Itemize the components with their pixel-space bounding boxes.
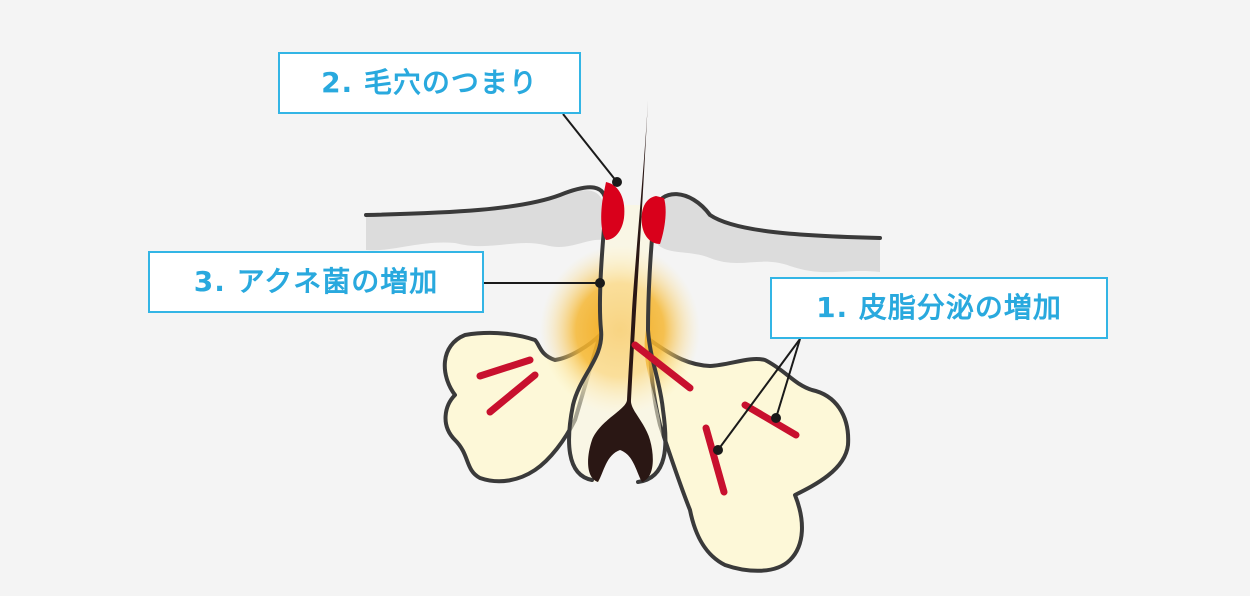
skin-layer-left: [366, 190, 604, 251]
follicle-canal: [569, 205, 662, 482]
pore-plug-right: [641, 196, 666, 244]
sebum-streak: [702, 424, 728, 496]
sebum-streak: [476, 356, 534, 380]
label-pore-clogging: 2. 毛穴のつまり: [278, 52, 581, 114]
sebum-streak: [631, 341, 694, 392]
sebum-streak: [741, 401, 800, 439]
pore-plug-left: [601, 182, 625, 240]
sebum-streak: [486, 371, 539, 416]
hair-shaft: [588, 100, 653, 482]
sebaceous-gland-right: [648, 338, 851, 573]
label-acne-bacteria: 3. アクネ菌の増加: [148, 251, 484, 313]
leader-line-sebum-a: [717, 338, 801, 451]
leader-dot-pore: [612, 177, 622, 187]
leader-line-pore: [562, 113, 618, 183]
leader-dot-sebum-b: [771, 413, 781, 423]
leader-dot-acne: [595, 278, 605, 288]
skin-surface-outline-left: [364, 185, 608, 482]
skin-surface-outline-right: [636, 192, 882, 484]
leader-dot-sebum-a: [713, 445, 723, 455]
leader-line-sebum-b: [775, 338, 801, 419]
label-sebum-secretion: 1. 皮脂分泌の増加: [770, 277, 1108, 339]
